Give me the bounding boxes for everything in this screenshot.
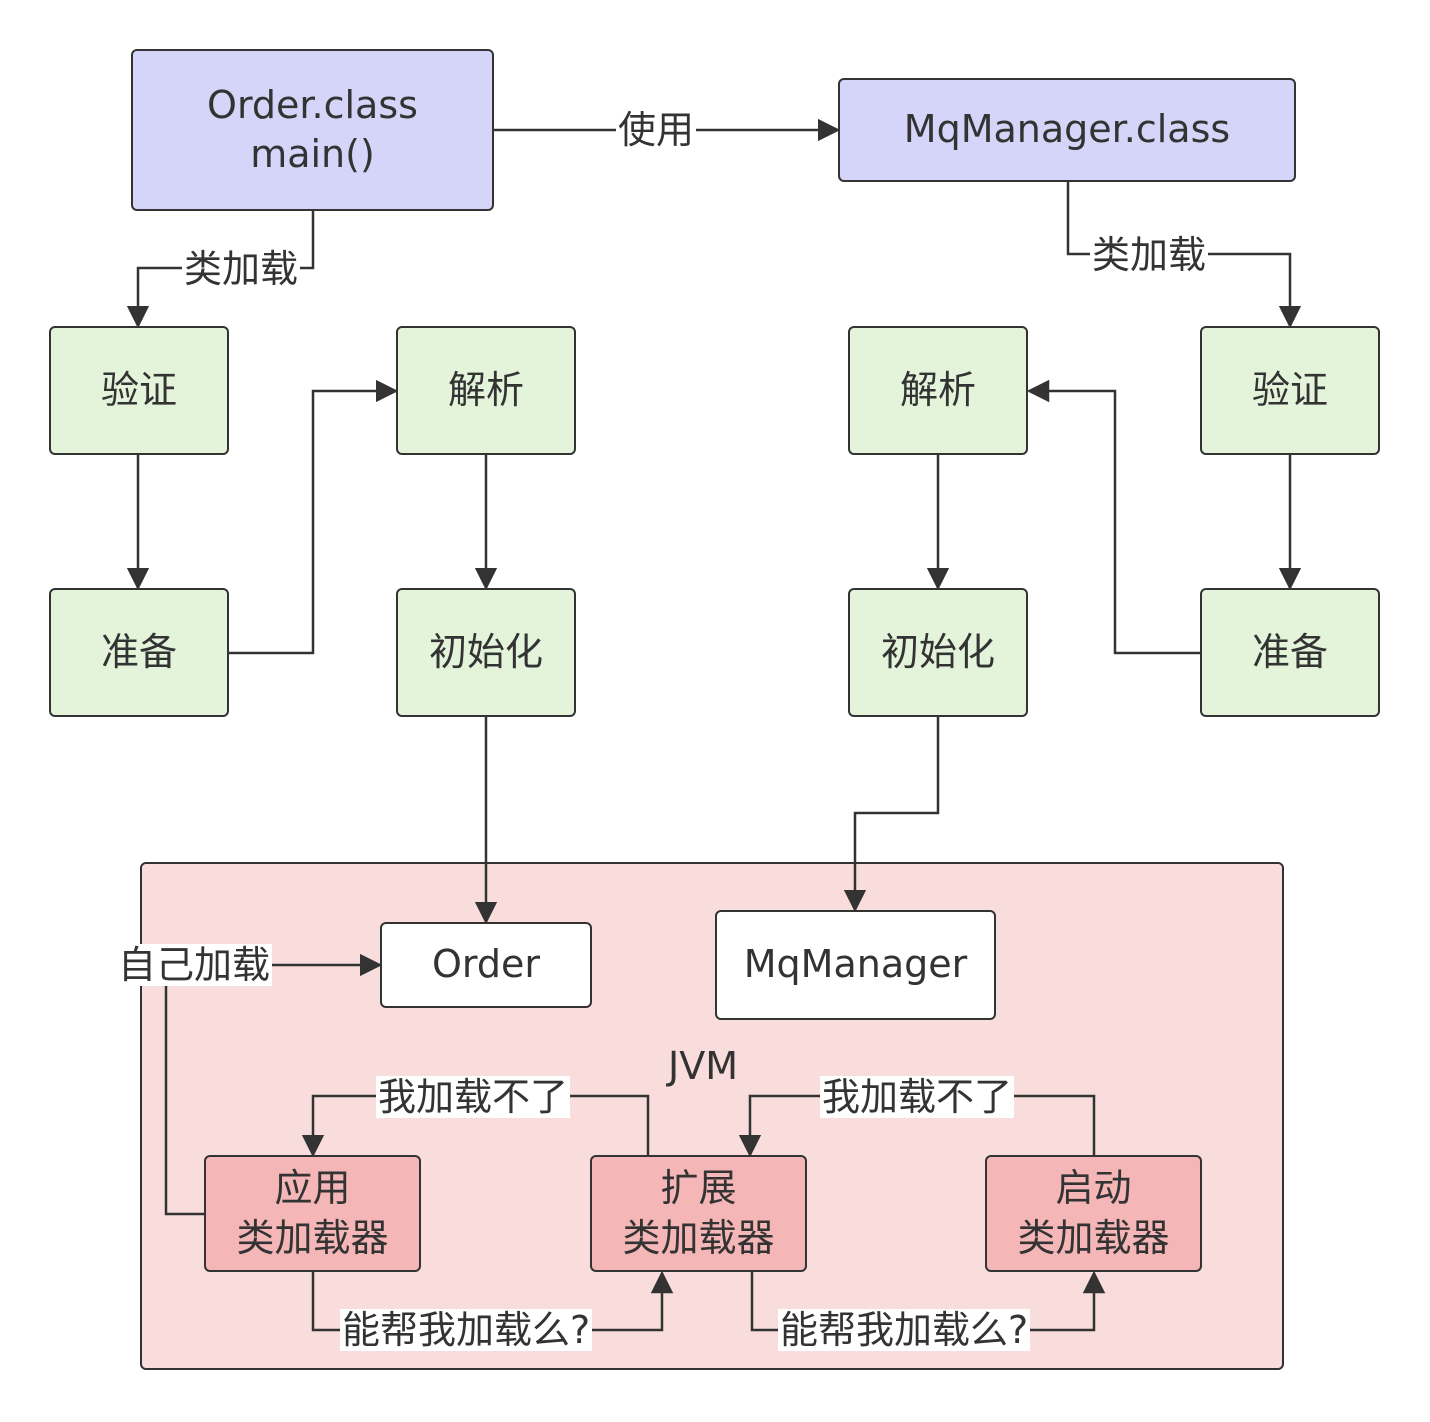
edge-right-init-mq bbox=[843, 717, 940, 913]
edge-label-ask-1: 能帮我加载么? bbox=[340, 1308, 593, 1352]
left-prepare-node: 准备 bbox=[49, 588, 229, 717]
left-prepare-label: 准备 bbox=[100, 629, 177, 674]
right-init-label: 初始化 bbox=[880, 629, 995, 674]
edge-self-load bbox=[164, 953, 383, 1216]
order-node: Order bbox=[380, 922, 592, 1008]
right-verify-node: 验证 bbox=[1200, 326, 1380, 455]
left-init-node: 初始化 bbox=[396, 588, 576, 717]
left-verify-label: 验证 bbox=[100, 367, 177, 412]
ext-classloader-node: 扩展 类加载器 bbox=[590, 1155, 807, 1272]
app-classloader-label: 应用 类加载器 bbox=[236, 1166, 389, 1260]
left-init-label: 初始化 bbox=[428, 629, 543, 674]
mqmanager-class-node: MqManager.class bbox=[838, 78, 1296, 182]
boot-classloader-node: 启动 类加载器 bbox=[985, 1155, 1202, 1272]
order-label: Order bbox=[432, 942, 540, 987]
mqmanager-label: MqManager bbox=[743, 942, 968, 987]
app-classloader-node: 应用 类加载器 bbox=[204, 1155, 421, 1272]
order-class-node: Order.class main() bbox=[131, 49, 494, 211]
jvm-label: JVM bbox=[668, 1044, 738, 1088]
mqmanager-class-label: MqManager.class bbox=[903, 107, 1231, 152]
right-prepare-label: 准备 bbox=[1251, 629, 1328, 674]
left-resolve-node: 解析 bbox=[396, 326, 576, 455]
edge-label-load-left: 类加载 bbox=[182, 247, 301, 291]
edge-right-prepare-resolve bbox=[1026, 379, 1200, 655]
edge-label-ask-2: 能帮我加载么? bbox=[778, 1308, 1031, 1352]
order-class-label: Order.class main() bbox=[207, 82, 418, 176]
edge-label-cannot-2: 我加载不了 bbox=[820, 1075, 1015, 1119]
right-init-node: 初始化 bbox=[848, 588, 1028, 717]
mqmanager-node: MqManager bbox=[715, 910, 996, 1020]
edge-label-load-right: 类加载 bbox=[1090, 233, 1209, 277]
left-resolve-label: 解析 bbox=[447, 367, 524, 412]
boot-classloader-label: 启动 类加载器 bbox=[1017, 1166, 1170, 1260]
left-verify-node: 验证 bbox=[49, 326, 229, 455]
right-resolve-label: 解析 bbox=[899, 367, 976, 412]
right-prepare-node: 准备 bbox=[1200, 588, 1380, 717]
edge-label-self-load: 自己加载 bbox=[116, 943, 273, 987]
edge-left-prepare-resolve bbox=[229, 379, 399, 655]
edge-label-cannot-1: 我加载不了 bbox=[376, 1075, 571, 1119]
right-verify-label: 验证 bbox=[1251, 367, 1328, 412]
ext-classloader-label: 扩展 类加载器 bbox=[622, 1166, 775, 1260]
right-resolve-node: 解析 bbox=[848, 326, 1028, 455]
edge-label-use: 使用 bbox=[616, 108, 697, 152]
